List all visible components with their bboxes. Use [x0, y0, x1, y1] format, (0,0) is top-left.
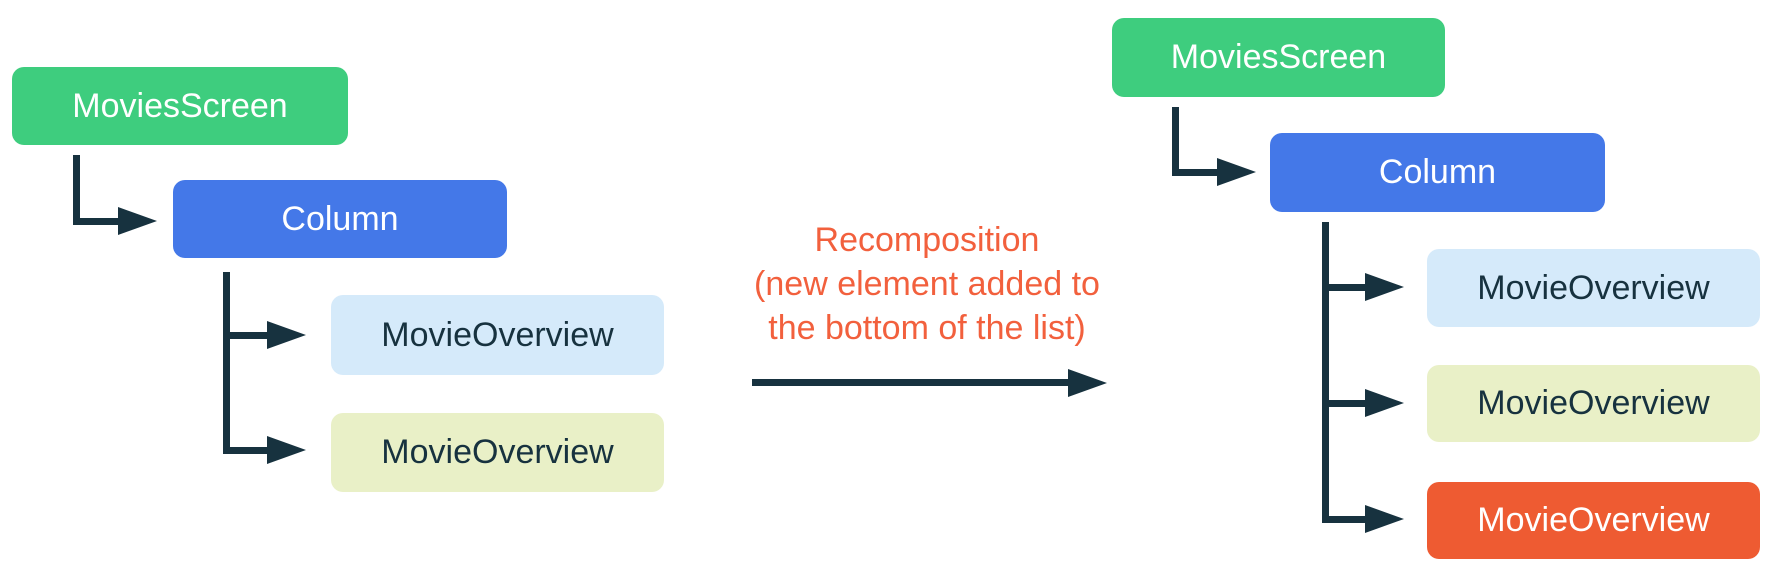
connector-line — [223, 447, 269, 454]
arrowhead-icon — [1365, 273, 1404, 301]
arrowhead-icon — [1068, 369, 1107, 397]
annotation-line: Recomposition — [814, 221, 1040, 259]
connector-line — [1172, 169, 1219, 176]
connector-line — [1322, 222, 1329, 523]
connector-line — [752, 379, 1072, 386]
arrowhead-icon — [1365, 505, 1404, 533]
recomposition-annotation: Recomposition (new element added to the … — [627, 218, 1227, 350]
right-movie-node-3-new: MovieOverview — [1427, 482, 1760, 559]
connector-line — [223, 272, 230, 454]
left-root-node: MoviesScreen — [12, 67, 348, 145]
right-movie-node-2: MovieOverview — [1427, 365, 1760, 442]
left-movie-node-1: MovieOverview — [331, 295, 664, 375]
annotation-line: the bottom of the list) — [768, 309, 1086, 347]
right-root-node: MoviesScreen — [1112, 18, 1445, 97]
arrowhead-icon — [267, 321, 306, 349]
connector-line — [1322, 400, 1367, 407]
annotation-line: (new element added to — [754, 265, 1100, 303]
right-column-node: Column — [1270, 133, 1605, 212]
connector-line — [73, 218, 120, 225]
left-movie-node-2: MovieOverview — [331, 413, 664, 492]
connector-line — [223, 332, 269, 339]
connector-line — [1172, 107, 1179, 176]
arrowhead-icon — [1217, 158, 1256, 186]
right-movie-node-1: MovieOverview — [1427, 249, 1760, 327]
connector-line — [1322, 284, 1367, 291]
arrowhead-icon — [1365, 389, 1404, 417]
arrowhead-icon — [118, 207, 157, 235]
connector-line — [73, 155, 80, 225]
connector-line — [1322, 516, 1367, 523]
arrowhead-icon — [267, 436, 306, 464]
left-column-node: Column — [173, 180, 507, 258]
